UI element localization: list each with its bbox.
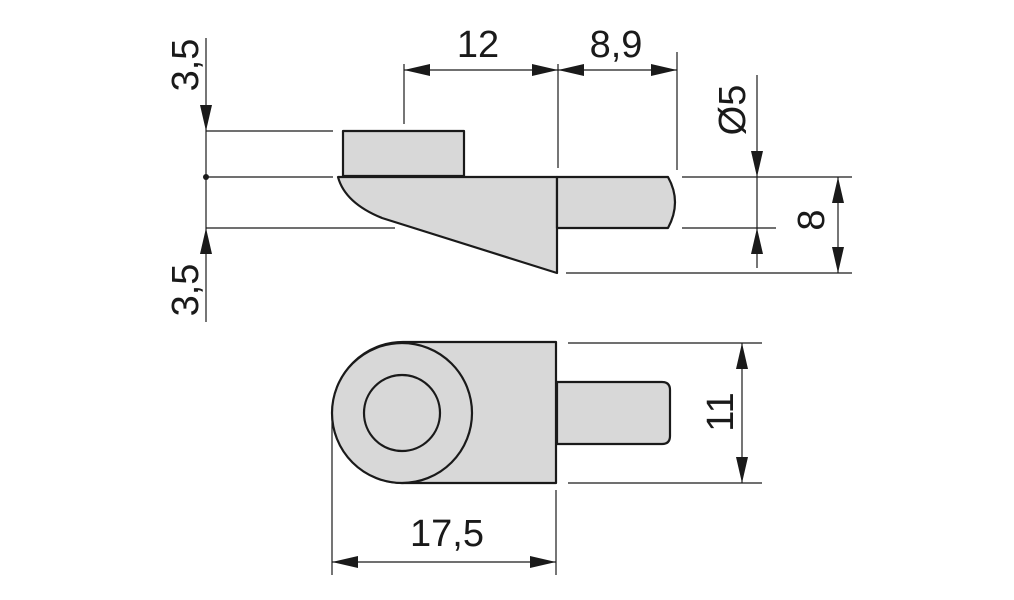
dim-pin-length: 8,9	[558, 24, 677, 76]
dim-label-lower-offset: 3,5	[165, 264, 207, 317]
wedge-body	[336, 175, 559, 275]
pin-top	[555, 380, 672, 446]
dim-label-width: 11	[700, 392, 742, 431]
dim-label-pin-length: 8,9	[590, 24, 643, 66]
dim-width: 11	[700, 343, 748, 483]
dim-label-length: 12	[457, 24, 499, 66]
screw-hole	[362, 373, 442, 453]
pin-side	[555, 175, 677, 230]
dim-lower-offset: 3,5	[165, 177, 212, 322]
dim-label-upper-offset: 3,5	[165, 39, 207, 92]
dim-pin-diameter: Ø5	[712, 75, 763, 268]
side-view: 3,5 3,5 12 8,9	[165, 24, 852, 322]
dim-height: 8	[791, 177, 844, 273]
dim-label-overall-length: 17,5	[410, 513, 484, 555]
top-block	[341, 129, 466, 178]
dim-label-height: 8	[791, 209, 833, 230]
dim-label-pin-diameter: Ø5	[712, 85, 754, 136]
dim-upper-offset: 3,5	[165, 38, 212, 177]
dim-length: 12	[404, 24, 558, 76]
dim-overall-length: 17,5	[332, 513, 556, 568]
top-view: 11 17,5	[330, 340, 762, 575]
